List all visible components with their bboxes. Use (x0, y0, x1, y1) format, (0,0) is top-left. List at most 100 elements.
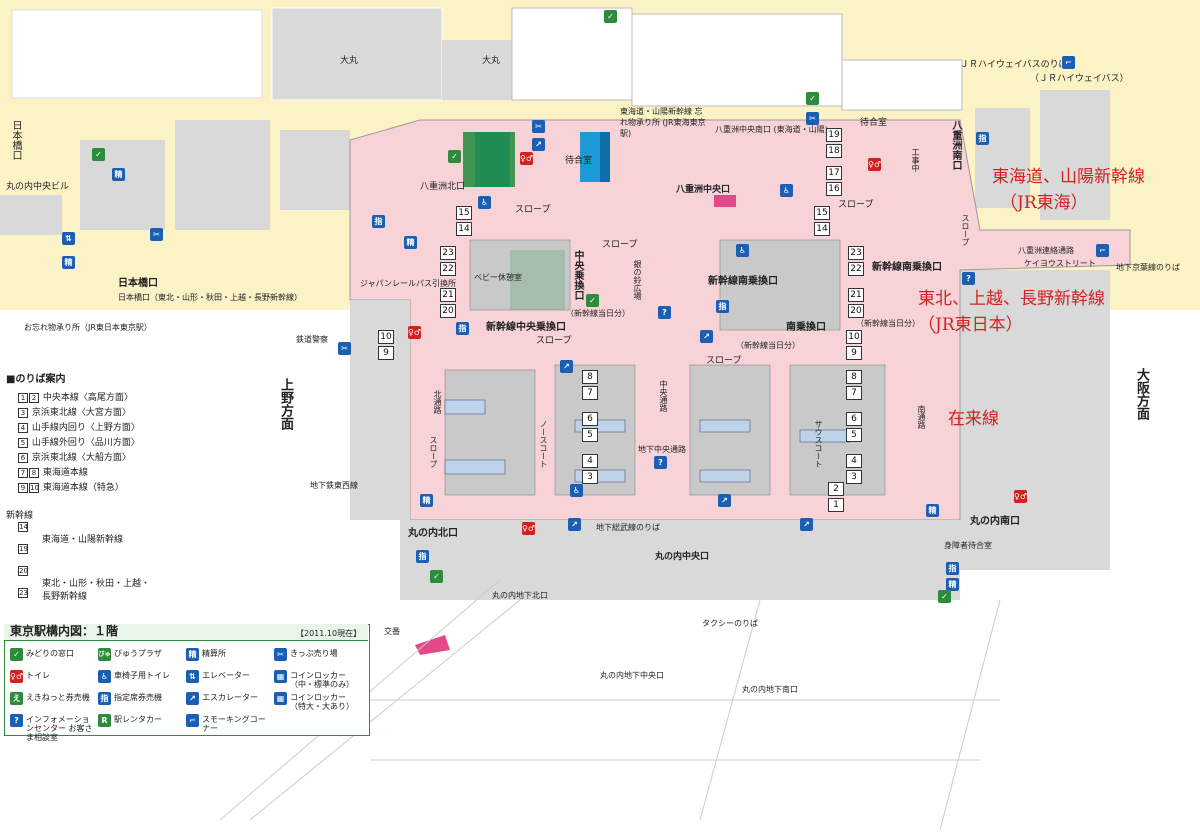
exit-nihonbashi: 日本橋口 (118, 278, 158, 289)
guide-line-text: 京浜東北線〈大宮方面〉 (29, 408, 131, 418)
label-ginnosuzu: 銀の鈴広場 (633, 260, 642, 300)
label-south-passage: 南通路 (917, 405, 926, 429)
label-same-day-1: （新幹線当日分） (566, 309, 630, 318)
midori-icon: ✓ (586, 294, 599, 307)
guide-platform-number: 1 (18, 392, 28, 403)
label-disabled-support: 身障者待合室 (944, 541, 992, 550)
overlay-jr-central: （JR東海） (1000, 193, 1088, 213)
label-south-court: サウスコート (814, 420, 823, 468)
platform-14b: 14 (814, 222, 830, 236)
midori-icon: ✓ (430, 570, 443, 583)
guide-platform-number: 5 (18, 437, 28, 448)
label-underground-central: 地下中央通路 (638, 445, 686, 454)
label-japan-rail-pass: ジャパンレールパス引換所 (360, 279, 456, 288)
guide-title: ■のりば案内 (6, 374, 66, 385)
reserved-ticket-icon: 指 (372, 215, 385, 228)
fare-adjust-icon: 精 (186, 648, 199, 661)
label-daimaru-right: 大丸 (482, 56, 501, 66)
label-slope-3: スロープ (536, 336, 572, 346)
smoking-icon: ⌐ (186, 714, 199, 727)
label-waiting-room-top: 待合室 (565, 156, 593, 166)
label-lost-found-jr-east: お忘れ物承り所（JR東日本東京駅） (24, 323, 152, 332)
platform-16: 16 (826, 182, 842, 196)
reserved-ticket-icon: 指 (946, 562, 959, 575)
exit-marunouchi-north: 丸の内北口 (408, 528, 458, 539)
toilet-icon: ♀♂ (408, 326, 422, 339)
legend-header (4, 624, 368, 641)
platform-22b: 22 (848, 262, 864, 276)
guide-shinkansen-title: 新幹線 (6, 511, 34, 521)
label-marunouchi-central-building: 丸の内中央ビル (6, 182, 70, 192)
legend-date: 【2011.10現在】 (296, 629, 362, 638)
label-jr-highway-bus-sign: （ＪＲハイウェイバス） (1030, 74, 1129, 84)
platform-4b: 4 (846, 454, 862, 468)
guide-shinkansen-range-start: 14 (18, 522, 29, 533)
platform-23a: 23 (440, 246, 456, 260)
label-south-transfer-2: 新幹線南乗換口 (872, 262, 942, 273)
guide-platform-number: 14 (18, 522, 28, 532)
platform-2: 2 (828, 482, 844, 496)
toilet-icon: ♀♂ (10, 670, 24, 683)
platform-19: 19 (826, 128, 842, 142)
legend-item-label: 精算所 (202, 649, 226, 658)
exit-yaesu-north: 八重洲北口 (420, 182, 466, 192)
label-police-box: 交番 (384, 627, 400, 636)
guide-shinkansen-range-start: 20 (18, 566, 29, 577)
ticket-icon: ✂ (338, 342, 351, 355)
guide-platform-number: 10 (29, 482, 39, 493)
platform-22a: 22 (440, 262, 456, 276)
guide-shinkansen-text: 東海道・山陽新幹線 (42, 535, 124, 545)
toilet-icon: ♀♂ (868, 158, 882, 171)
guide-line-text: 京浜東北線〈大船方面〉 (29, 453, 131, 463)
exit-yaesu-central: 八重洲中央口 (676, 185, 731, 195)
legend-item-label: 指定席券売機 (114, 693, 162, 702)
label-slope-5: スロープ (602, 240, 638, 250)
platform-8a: 8 (582, 370, 598, 384)
guide-line: 5 山手線外回り〈品川方面〉 (18, 435, 140, 448)
platform-15b: 15 (814, 206, 830, 220)
guide-platform-number: 3 (18, 407, 28, 418)
guide-platform-number: 7 (18, 467, 28, 478)
legend-item-label: エレベーター (202, 671, 250, 680)
exit-yaesu-south: 八重洲南口 (950, 120, 961, 170)
info-icon: ? (658, 306, 671, 319)
overlay-jr-east: （JR東日本） (918, 315, 1023, 335)
platform-14a: 14 (456, 222, 472, 236)
escalator-icon: ↗ (186, 692, 199, 705)
platform-3a: 3 (582, 470, 598, 484)
label-north-passage: 北通路 (433, 390, 442, 414)
exit-marunouchi-south: 丸の内南口 (970, 516, 1020, 527)
info-icon: ? (962, 272, 975, 285)
escalator-icon: ↗ (800, 518, 813, 531)
legend-item-label: エスカレーター (202, 693, 258, 702)
elevator-icon: ⇅ (186, 670, 199, 683)
legend-item-label: みどりの窓口 (26, 649, 74, 658)
platform-7a: 7 (582, 386, 598, 400)
midori-icon: ✓ (938, 590, 951, 603)
reserved-ticket-icon: 指 (416, 550, 429, 563)
platform-9a: 9 (378, 346, 394, 360)
fare-adjust-icon: 精 (926, 504, 939, 517)
rent-a-car-icon: R (98, 714, 111, 727)
legend-title: 東京駅構内図：１階 (10, 624, 119, 638)
platform-6a: 6 (582, 412, 598, 426)
locker-icon: ▦ (274, 670, 287, 683)
overlay-tohoku: 東北、上越、長野新幹線 (918, 289, 1105, 309)
fare-adjust-icon: 精 (420, 494, 433, 507)
guide-shinkansen-range-end: 19 (18, 544, 29, 555)
guide-line-text: 山手線外回り〈品川方面〉 (29, 438, 140, 448)
label-construction: 工事中 (911, 148, 920, 172)
platform-8b: 8 (846, 370, 862, 384)
tohoku-platform-block (463, 132, 515, 187)
label-shinkansen-south-3: 南乗換口 (786, 322, 826, 333)
midori-icon: ✓ (92, 148, 105, 161)
guide-platform-number: 19 (18, 544, 28, 554)
platform-21b: 21 (848, 288, 864, 302)
label-same-day-3: （新幹線当日分） (856, 319, 920, 328)
platform-17: 17 (826, 166, 842, 180)
wheelchair-toilet-icon: ♿ (570, 484, 583, 497)
guide-line-text: 東海道本線（特急） (40, 483, 124, 493)
escalator-icon: ↗ (568, 518, 581, 531)
